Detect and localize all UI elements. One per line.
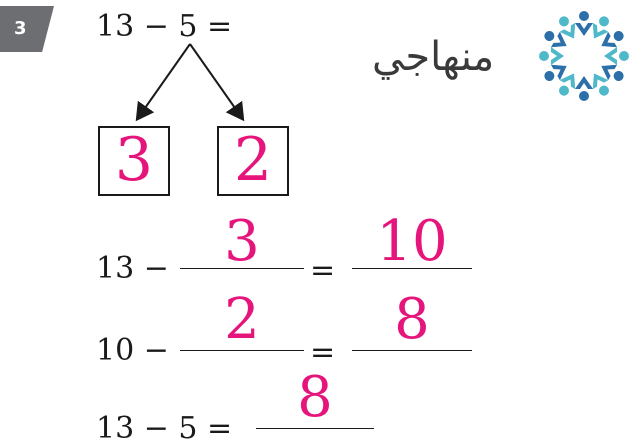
- decomposition-left-answer: 3: [114, 125, 154, 195]
- step-2-equals: =: [310, 335, 336, 370]
- question-number-badge: 3: [0, 6, 54, 52]
- right-arrow: [189, 43, 245, 122]
- step-1-blank-line: [180, 268, 304, 269]
- step-1-prefix: 13 −: [96, 251, 169, 286]
- step-2-blank-answer: 2: [224, 287, 260, 352]
- logo-icon: [539, 11, 629, 101]
- problem-statement: 13 − 5 =: [96, 9, 233, 44]
- step-2-blank-line: [180, 350, 304, 351]
- logo-text: منهاجي: [372, 34, 495, 80]
- decomposition-box-right: 2: [217, 126, 289, 196]
- final-answer-line: [256, 428, 374, 429]
- decomposition-right-answer: 2: [233, 125, 273, 195]
- decomposition-box-left: 3: [98, 126, 170, 196]
- step-1-result-answer: 10: [376, 209, 448, 274]
- step-2-prefix: 10 −: [96, 333, 169, 368]
- final-answer: 8: [297, 365, 333, 430]
- final-equation-prefix: 13 − 5 =: [96, 411, 233, 446]
- step-1-equals: =: [310, 253, 336, 288]
- step-2-result-answer: 8: [394, 287, 430, 352]
- step-2-result-line: [352, 350, 472, 351]
- question-number: 3: [14, 18, 27, 39]
- decomposition-arrows: [135, 43, 245, 122]
- step-1-result-line: [352, 268, 472, 269]
- step-1-blank-answer: 3: [224, 209, 260, 274]
- left-arrow: [135, 43, 191, 122]
